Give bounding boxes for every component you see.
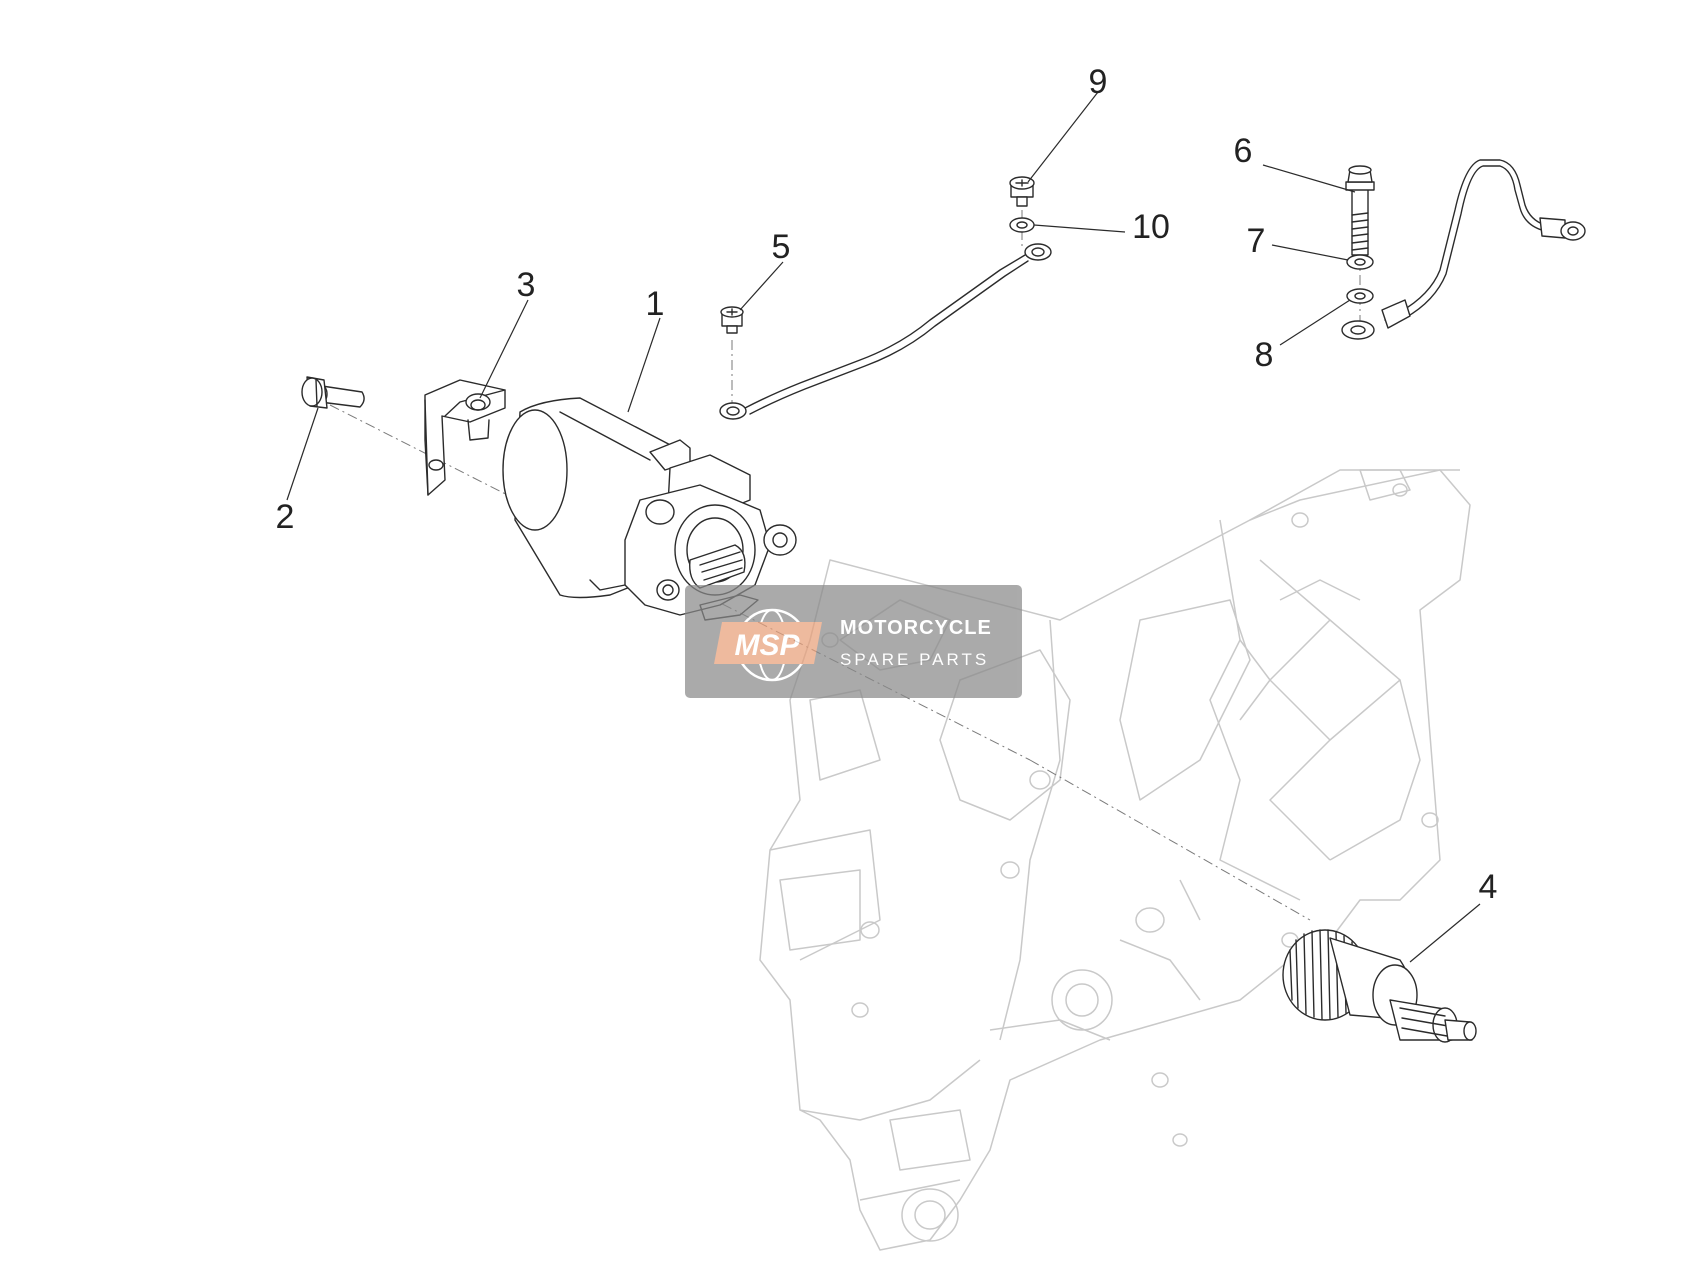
watermark-box xyxy=(685,585,1022,698)
part-3-bracket xyxy=(424,379,506,496)
part-1-starter-motor xyxy=(502,397,797,621)
watermark-logo-text: MSP xyxy=(734,629,800,662)
callout-7: 7 xyxy=(1247,222,1266,260)
callout-9: 9 xyxy=(1089,63,1108,101)
callout-2: 2 xyxy=(276,498,295,536)
callout-4: 4 xyxy=(1479,868,1498,906)
part-9-screw xyxy=(1009,176,1035,207)
callout-5: 5 xyxy=(772,228,791,266)
callout-10: 10 xyxy=(1132,208,1170,246)
part-5-screw xyxy=(720,306,744,334)
watermark-line-1: MOTORCYCLE xyxy=(840,617,992,639)
watermark-logo-badge xyxy=(714,622,822,664)
part-7-washer xyxy=(1346,254,1374,270)
part-8-washer xyxy=(1346,288,1374,304)
callout-numbers: 1 2 3 4 5 6 7 8 9 10 xyxy=(276,63,1498,906)
ground-cable xyxy=(719,243,1052,420)
part-10-lock-washer xyxy=(1009,217,1035,233)
leader-lines xyxy=(286,91,1481,963)
callout-6: 6 xyxy=(1234,132,1253,170)
battery-cable xyxy=(1341,159,1586,340)
callout-8: 8 xyxy=(1255,336,1274,374)
part-4-starter-gear xyxy=(1282,929,1477,1043)
watermark-line-2: SPARE PARTS xyxy=(840,650,989,669)
callout-3: 3 xyxy=(517,266,536,304)
watermark: MSP MOTORCYCLE SPARE PARTS xyxy=(685,585,1022,698)
callout-1: 1 xyxy=(646,285,665,323)
part-2-bolt xyxy=(301,376,365,409)
part-6-flange-bolt xyxy=(1345,165,1375,256)
